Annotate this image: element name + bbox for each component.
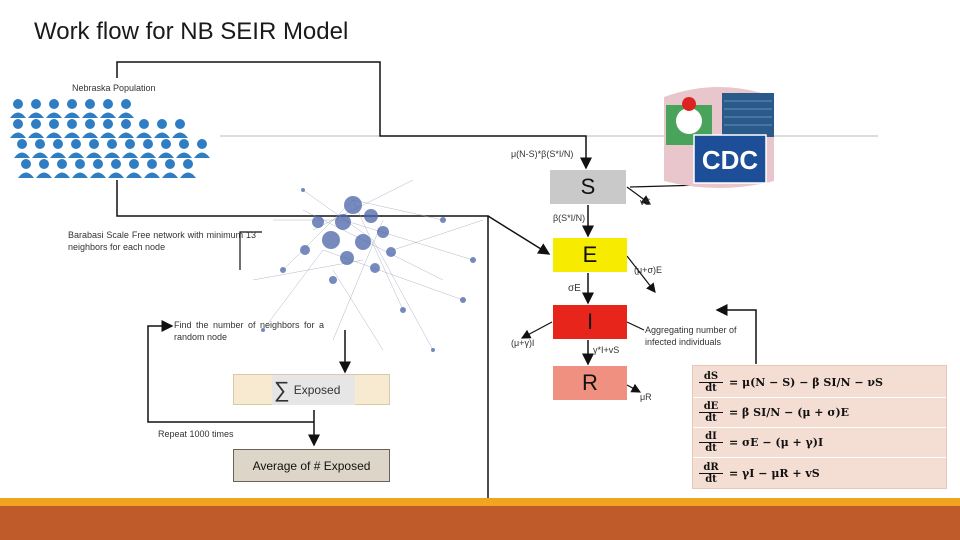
- aggregating-label: Aggregating number of infected individua…: [645, 325, 737, 347]
- equation-dr-rhs: = γI − μR + vS: [729, 466, 820, 480]
- flow-i-out: (μ+γ)I: [511, 338, 535, 348]
- equation-ds-rhs: = μ(N − S) − β SI/N − νS: [729, 375, 884, 389]
- find-neighbors-label: Find the number of neighbors for a rando…: [174, 320, 324, 342]
- arrow-repeat-loop: [147, 320, 314, 423]
- flow-e-to-i: σE: [568, 283, 581, 294]
- footer-bar: [0, 506, 960, 540]
- flow-r-out: μR: [640, 392, 652, 402]
- population-label: Nebraska Population: [72, 83, 156, 93]
- network-label: Barabasi Scale Free network with minimum…: [68, 230, 256, 252]
- compartment-i: I: [553, 305, 627, 339]
- equation-de-rhs: = β SI/N − (μ + σ)E: [729, 405, 850, 419]
- arrow-to-e: [487, 215, 551, 255]
- arrow-s-out: [626, 186, 651, 205]
- equation-di-rhs: = σE − (μ + γ)I: [729, 435, 824, 449]
- repeat-label: Repeat 1000 times: [158, 429, 234, 439]
- arrow-r-out: [626, 383, 642, 393]
- arrow-network: [239, 231, 262, 270]
- sum-icon: ∑: [274, 377, 290, 402]
- sum-exposed-formula: ∑ Exposed: [272, 375, 355, 405]
- arrow-i-right: [626, 321, 645, 331]
- flow-vs: vS: [640, 197, 651, 207]
- flow-i-to-r: γ*I+vS: [593, 345, 620, 355]
- arrow-population-to-s: [116, 61, 592, 170]
- average-exposed-box: Average of # Exposed: [233, 449, 390, 482]
- cdc-text: CDC: [702, 145, 759, 175]
- compartment-r: R: [553, 366, 627, 400]
- footer-accent-line: [0, 498, 960, 506]
- flow-s-to-e: β(S*I/N): [553, 213, 586, 223]
- network-graph-icon: [252, 179, 484, 352]
- arrow-i-out: [520, 321, 553, 339]
- flow-into-s: μ(N-S)*β(S*I/N): [511, 149, 574, 159]
- arrow-aggregate: [715, 304, 757, 364]
- cdc-logo-icon: CDC: [664, 87, 774, 188]
- compartment-s: S: [550, 170, 626, 204]
- arrow-e-out: [626, 255, 656, 293]
- people-map-icon: [10, 99, 210, 178]
- page-title: Work flow for NB SEIR Model: [34, 18, 349, 45]
- flow-e-out: (μ+σ)E: [634, 265, 662, 275]
- sum-exposed-label: Exposed: [293, 383, 341, 397]
- compartment-e: E: [553, 238, 627, 272]
